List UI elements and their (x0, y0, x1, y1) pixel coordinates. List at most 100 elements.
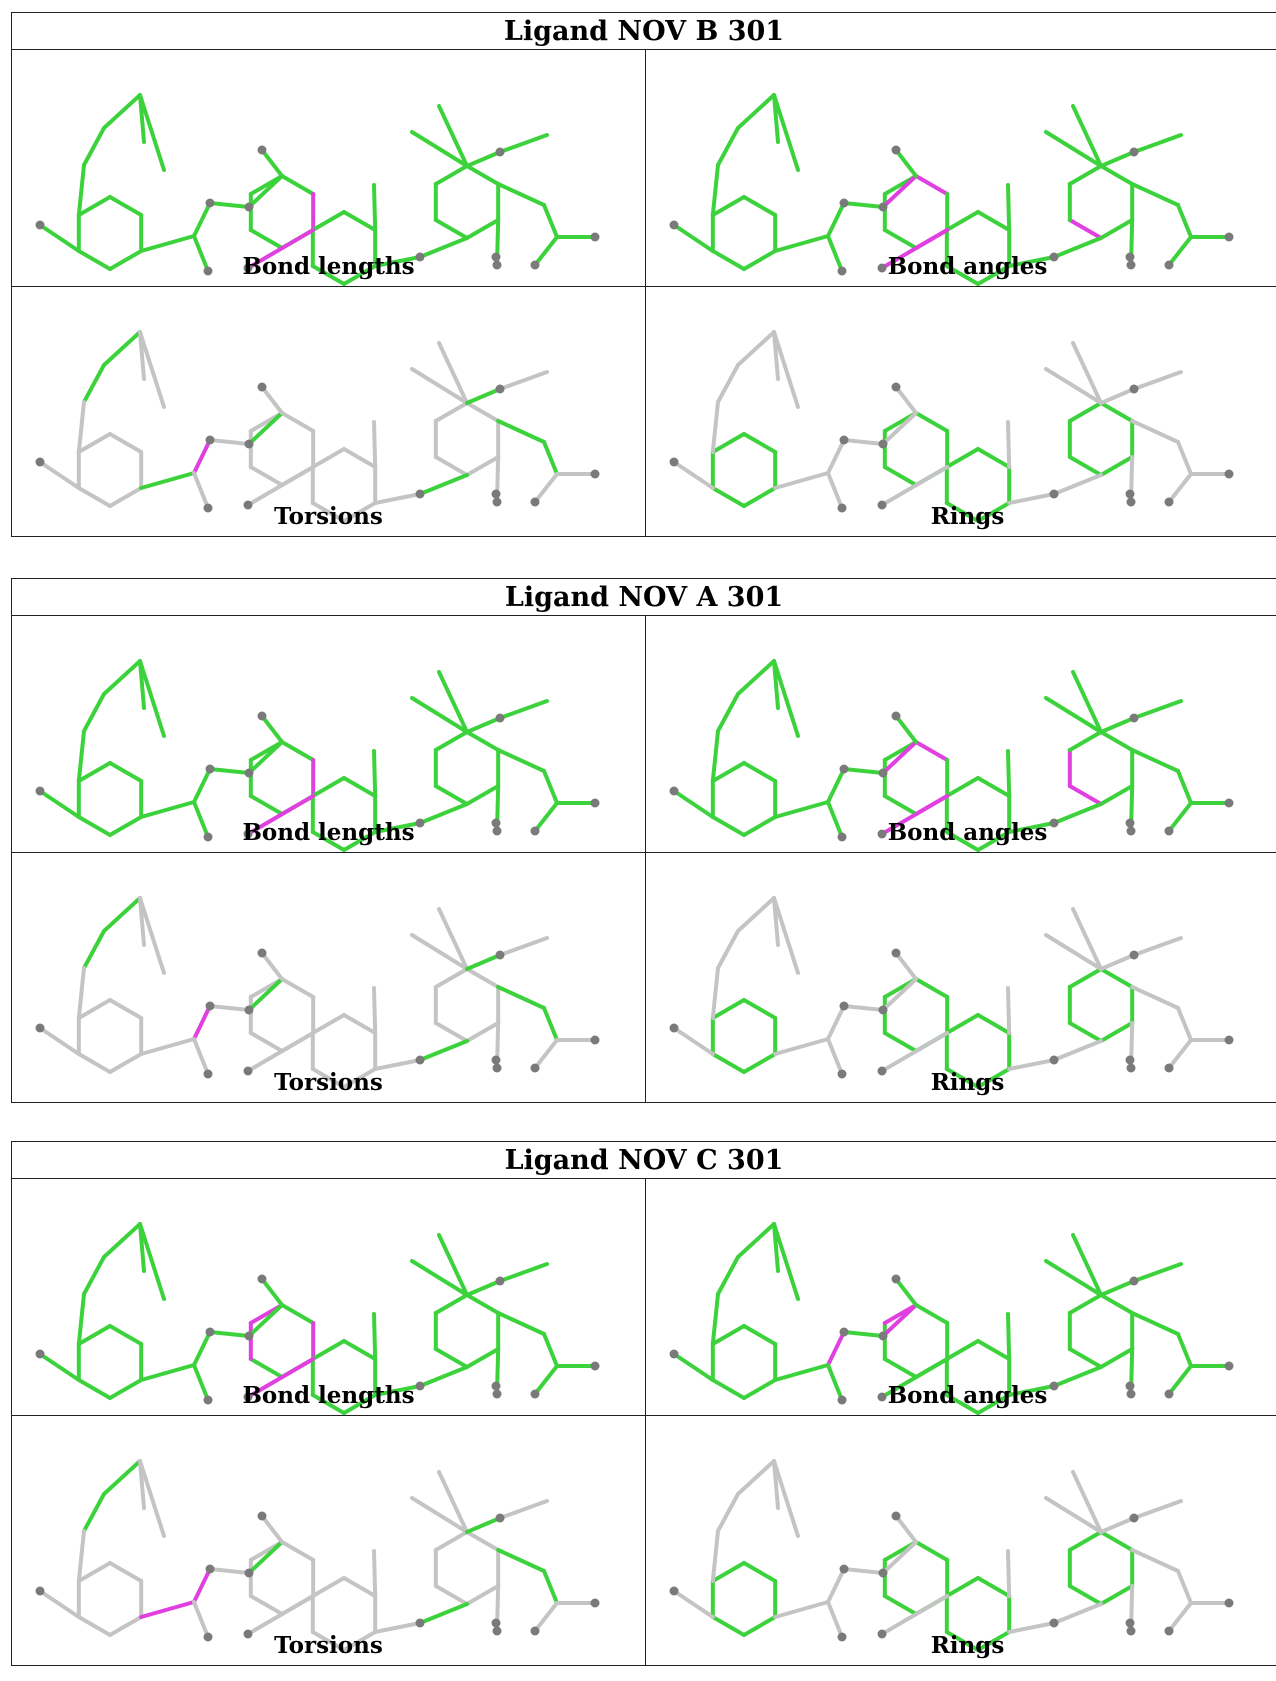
bond (496, 419, 546, 444)
atom-dot (1164, 1389, 1174, 1399)
bond (280, 411, 316, 433)
atom-dot (244, 439, 254, 449)
bond (260, 385, 284, 415)
bond (465, 716, 502, 734)
bond (108, 1561, 144, 1583)
bond (418, 236, 469, 259)
bond (710, 966, 720, 1020)
bond (716, 929, 740, 970)
atom-dot (415, 489, 425, 499)
bond (260, 951, 284, 981)
bond (465, 1293, 501, 1315)
bond (76, 761, 112, 783)
bond (1130, 419, 1180, 444)
bond (1044, 367, 1103, 405)
bond (280, 174, 316, 196)
bond (1071, 1470, 1103, 1534)
bond (542, 769, 559, 805)
bond (976, 1339, 1012, 1361)
bond (192, 1567, 212, 1604)
bond (465, 1584, 501, 1606)
bond (496, 1548, 546, 1573)
bond (842, 1330, 885, 1338)
bond (418, 1039, 469, 1062)
bond (38, 223, 81, 253)
bond (976, 776, 1012, 798)
atom-dot (1126, 1626, 1136, 1636)
bond (1071, 341, 1103, 405)
atom-dot (1049, 1381, 1059, 1391)
bond (944, 1393, 980, 1415)
bond (1067, 455, 1103, 477)
bond (310, 1576, 346, 1598)
atom-dot (244, 202, 254, 212)
atom-dot (35, 1586, 45, 1596)
bond (260, 714, 284, 744)
bond (76, 729, 86, 783)
bond (102, 330, 142, 367)
atom-dot (35, 786, 45, 796)
atom-dot (839, 198, 849, 208)
bond (742, 486, 778, 508)
bond (246, 228, 316, 270)
bond (1132, 936, 1183, 957)
atom-dot (1224, 1598, 1234, 1608)
atom-dot (243, 500, 253, 510)
atom-dot (205, 1564, 215, 1574)
bond (894, 148, 918, 178)
atom-dot (203, 1632, 213, 1642)
bond (772, 896, 800, 975)
bond (433, 1293, 469, 1315)
bond (280, 977, 316, 999)
bond (976, 1393, 1012, 1415)
bond (1006, 1549, 1012, 1598)
bond (772, 330, 800, 409)
panel-caption: Rings (930, 1632, 1005, 1659)
bond (433, 455, 469, 477)
bond (1052, 802, 1103, 825)
bond (82, 1492, 106, 1533)
bond (437, 1233, 469, 1297)
atom-dot (877, 500, 887, 510)
bond (1132, 133, 1183, 154)
atom-dot (1164, 260, 1174, 270)
bond (742, 1561, 778, 1583)
bond (372, 420, 378, 469)
bond (192, 1004, 212, 1041)
bond (1007, 821, 1056, 834)
bond (342, 1576, 378, 1598)
atom-dot (878, 1005, 888, 1015)
bond (465, 1530, 501, 1552)
bond (246, 1031, 316, 1073)
bond (672, 460, 715, 490)
atom-dot (530, 1626, 540, 1636)
bond (772, 1459, 800, 1538)
bond (246, 794, 316, 836)
bond (433, 784, 469, 806)
bond (1052, 236, 1103, 259)
bond (139, 800, 196, 819)
bond (976, 1013, 1012, 1035)
bond (542, 440, 559, 476)
bond (373, 1621, 422, 1634)
bond (139, 471, 196, 490)
bond (1044, 696, 1103, 734)
bond (496, 748, 546, 773)
atom-dot (205, 1001, 215, 1011)
bond (710, 815, 746, 837)
atom-dot (837, 1632, 847, 1642)
bond (1099, 387, 1136, 405)
bond (139, 1600, 196, 1619)
bond (826, 234, 844, 273)
bond (1099, 716, 1136, 734)
bond (410, 1259, 469, 1297)
bond (248, 1031, 284, 1053)
atom-dot (1224, 798, 1234, 808)
bond (1006, 420, 1012, 469)
bond (108, 1324, 144, 1346)
bond (710, 998, 746, 1020)
bond (192, 767, 212, 804)
bond (108, 998, 144, 1020)
bond (976, 264, 1012, 286)
ligand-title: Ligand NOV C 301 (12, 1142, 1276, 1179)
